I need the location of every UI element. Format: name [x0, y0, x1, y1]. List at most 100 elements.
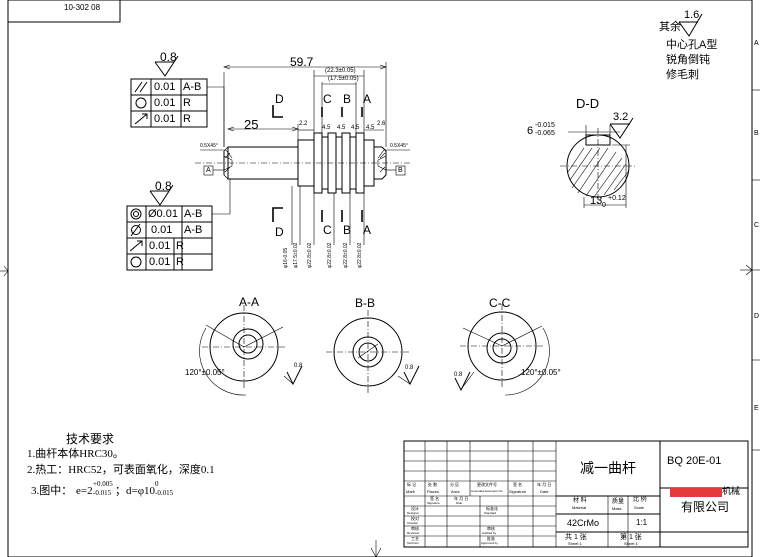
sign-row-technics-en: Technics — [407, 541, 419, 545]
title-sheet-total: 共 1 张 — [565, 534, 587, 541]
title-mass-label-en: Mass — [612, 506, 622, 511]
title-material: 42CrMo — [567, 518, 600, 528]
section-cc-view — [454, 304, 550, 396]
section-mark-b-bottom: B — [343, 223, 352, 237]
section-mark-c-bottom: C — [323, 223, 332, 237]
dim-small-e: 4.5 — [351, 125, 360, 131]
section-dd-depth-base: 13 — [590, 195, 603, 207]
dia-label-6: φ22.8±0.02 — [357, 242, 363, 268]
section-cc-title: C-C — [489, 296, 511, 310]
title-mass-label: 质量 — [612, 499, 625, 505]
title-scale-label: 比 例 — [633, 497, 647, 503]
fcf-top-row1-datum: A-B — [183, 81, 202, 93]
sign-row-designer-en: Designer — [407, 511, 420, 515]
other-roughness-symbol — [678, 13, 703, 37]
title-material-label-en: Material — [572, 505, 587, 510]
dim-small-f: 4.5 — [366, 125, 375, 131]
tech-req-item-1: 1.曲杆本体HRC30。 — [27, 448, 124, 460]
title-scale: 1:1 — [636, 518, 648, 527]
section-dd-width-upper: -0.015 — [535, 122, 555, 129]
fcf-bottom-roughness: 0.8 — [155, 179, 172, 193]
dim-22-3: (22.3±0.05) — [325, 68, 356, 74]
rev-header-places: 处 数 — [428, 482, 438, 487]
sign-mid-date-en: Date — [456, 501, 463, 505]
fcf-bottom-frame — [126, 179, 231, 271]
section-dd-width-lower: -0.065 — [535, 130, 555, 137]
sign-row-reviewer: 审核 — [411, 526, 419, 531]
datum-b-label: B — [398, 167, 403, 174]
section-dd-title: D-D — [576, 96, 600, 111]
title-company-tail: 机械 — [722, 486, 741, 496]
section-mark-b-top: B — [343, 92, 352, 106]
rev-header-mark: 标 记 — [407, 482, 417, 487]
border-letter-e: E — [754, 405, 759, 412]
rev-header-places-en: Places — [427, 489, 440, 494]
rev-header-area: 分 区 — [450, 482, 460, 487]
rev-header-doc-en: Amended document No — [471, 489, 503, 493]
dim-small-a: 2.2 — [299, 121, 308, 127]
rev-header-signature: 签 名 — [513, 482, 523, 487]
fcf-top-row3-datum: R — [183, 113, 191, 125]
side-note-3: 修毛刺 — [666, 69, 699, 81]
dim-small-c: 4.5 — [337, 125, 346, 131]
section-dd-view — [560, 117, 636, 208]
tech-req-e-upper: +0.005 — [93, 480, 113, 488]
section-dd-depth-sub: 0 — [602, 202, 606, 209]
main-view — [195, 62, 410, 245]
fcf-top-row2-datum: R — [183, 97, 191, 109]
fcf-top-frame — [130, 55, 225, 147]
tech-req-heading: 技术要求 — [66, 432, 115, 446]
border-letter-d: D — [754, 313, 760, 320]
tech-req-item-2: 2.热工：HRC52，可表面氧化，深度0.1 — [27, 464, 215, 476]
section-mark-d-top: D — [275, 92, 284, 106]
title-scale-label-en: Scale — [634, 505, 645, 510]
side-note-2: 锐角倒钝 — [666, 54, 710, 66]
other-surfaces-prefix: 其余 — [659, 21, 681, 33]
fcf-top-row2-value: 0.01 — [154, 97, 176, 109]
tech-req-d-lower: -0.015 — [155, 489, 174, 497]
fcf-top-row1-value: 0.01 — [154, 81, 176, 93]
dia-label-4: φ22.8±0.02 — [327, 242, 333, 268]
fcf-bottom-row3-datum: R — [176, 240, 184, 252]
section-mark-a-top: A — [363, 92, 372, 106]
section-aa-title: A-A — [239, 295, 260, 309]
fcf-bottom-row4-value: 0.01 — [149, 256, 171, 268]
tech-req-e-lower: -0.015 — [93, 489, 112, 497]
rev-header-area-en: Area — [451, 489, 460, 494]
rev-header-mark-en: Mark — [406, 489, 415, 494]
std-row-standard: 标准化 — [486, 506, 498, 511]
fcf-top-row3-value: 0.01 — [154, 113, 176, 125]
fcf-bottom-row4-datum: R — [176, 256, 184, 268]
section-bb-roughness: 0.8 — [405, 365, 414, 371]
fcf-top-roughness: 0.8 — [160, 50, 177, 64]
sign-row-checker-en: Checker — [407, 521, 419, 525]
datum-a-label: A — [206, 167, 211, 174]
sign-mid-signature: 签 名 — [430, 496, 440, 501]
dia-label-3: φ22.8±0.02 — [307, 242, 313, 268]
drawing-number-stamp-box — [7, 0, 121, 23]
section-bb-title: B-B — [355, 296, 376, 310]
title-block — [403, 440, 749, 548]
section-dd-depth-upper: +0.12 — [608, 195, 626, 202]
dim-small-b: 4.5 — [322, 125, 331, 131]
center-hole-left-note: 0.5X45° — [200, 143, 218, 149]
dim-small-d: 2.6 — [377, 121, 386, 127]
dim-17-5: (17.5±0.05) — [328, 76, 359, 82]
title-part-name: 减一曲杆 — [580, 460, 636, 476]
std-row-approved: 批准 — [487, 536, 495, 541]
dia-label-1: φ16-0.05 — [283, 247, 289, 268]
side-note-1: 中心孔A型 — [666, 39, 718, 51]
rev-header-doc: 更改文件号 — [477, 482, 497, 487]
sign-row-reviewer-en: Reviewer — [407, 531, 420, 535]
center-hole-right-note: 0.5X45° — [390, 143, 408, 149]
section-mark-d-bottom: D — [275, 225, 284, 239]
section-dd-width-base: 6 — [527, 125, 534, 137]
tech-req-item-3-prefix: 3.图中： — [31, 485, 73, 497]
border-letter-a: A — [754, 40, 759, 47]
tech-req-d-upper: 0 — [155, 480, 159, 488]
title-company: 有限公司 — [681, 500, 730, 514]
dim-left-shaft-length: 25 — [244, 117, 259, 132]
std-row-audit: 审核 — [487, 526, 495, 531]
border-letter-c: C — [754, 222, 760, 229]
